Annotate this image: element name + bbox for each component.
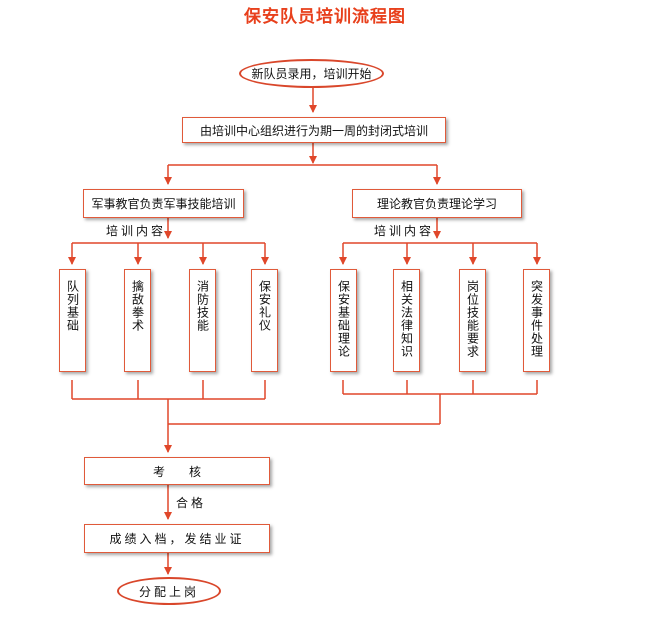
page-title: 保安队员培训流程图 xyxy=(244,7,406,27)
step1-label: 由培训中心组织进行为期一周的封闭式培训 xyxy=(199,123,428,138)
right-item-1-label: 保安基础理论 xyxy=(336,280,351,358)
end-node: 分配上岗 xyxy=(117,577,221,605)
right-branch-header-label: 理论教官负责理论学习 xyxy=(376,197,497,211)
right-item-1: 保安基础理论 xyxy=(330,269,357,372)
left-item-4-label: 保安礼仪 xyxy=(257,280,272,332)
left-item-3: 消防技能 xyxy=(189,269,216,372)
left-branch-header-label: 军事教官负责军事技能培训 xyxy=(91,197,236,211)
start-node: 新队员录用，培训开始 xyxy=(239,59,384,88)
right-item-2: 相关法律知识 xyxy=(393,269,420,372)
right-item-3: 岗位技能要求 xyxy=(459,269,486,372)
assess-label: 考 核 xyxy=(152,464,201,479)
left-item-1: 队列基础 xyxy=(59,269,86,372)
right-item-2-label: 相关法律知识 xyxy=(399,280,414,358)
end-node-label: 分配上岗 xyxy=(138,584,199,599)
assess-box: 考 核 xyxy=(84,457,270,485)
right-item-4: 突发事件处理 xyxy=(523,269,550,372)
left-item-4: 保安礼仪 xyxy=(251,269,278,372)
left-item-2-label: 擒敌拳术 xyxy=(130,280,145,332)
left-content-label: 培训内容 xyxy=(106,224,167,238)
right-content-label: 培训内容 xyxy=(374,224,435,238)
right-item-4-label: 突发事件处理 xyxy=(529,280,544,358)
right-item-3-label: 岗位技能要求 xyxy=(465,280,480,358)
right-branch-header: 理论教官负责理论学习 xyxy=(352,189,522,218)
left-item-1-label: 队列基础 xyxy=(65,280,80,332)
pass-label: 合格 xyxy=(176,496,207,510)
record-label: 成绩入档，发结业证 xyxy=(109,532,245,546)
record-box: 成绩入档，发结业证 xyxy=(84,524,270,553)
left-item-2: 擒敌拳术 xyxy=(124,269,151,372)
step1-box: 由培训中心组织进行为期一周的封闭式培训 xyxy=(182,117,446,143)
start-node-label: 新队员录用，培训开始 xyxy=(251,67,372,81)
left-branch-header: 军事教官负责军事技能培训 xyxy=(83,189,244,218)
left-item-3-label: 消防技能 xyxy=(195,280,210,332)
